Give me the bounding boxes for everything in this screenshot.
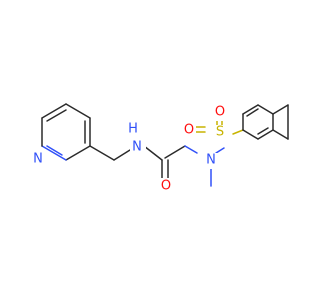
label-background: [31, 151, 45, 167]
bond: [65, 145, 91, 161]
pyridine-nitrogen-label: N: [33, 152, 43, 167]
amide-oxygen-label: O: [161, 179, 171, 194]
label-background: [130, 139, 146, 155]
atom-labels: N N H O N S O O: [31, 105, 227, 194]
bond: [242, 104, 259, 115]
bond: [113, 149, 131, 161]
bond: [164, 145, 186, 159]
label-background: [213, 105, 227, 121]
bond: [184, 145, 198, 154]
bond: [41, 145, 67, 161]
bond: [272, 104, 289, 115]
bond: [65, 103, 91, 119]
bond: [143, 145, 163, 161]
bond: [232, 129, 244, 135]
amide-nitrogen-label: N: [132, 140, 142, 155]
label-background: [182, 122, 196, 138]
molecule-structure-diagram: N N H O N S O O: [31, 103, 289, 194]
label-background: [213, 125, 227, 141]
label-background: [159, 178, 173, 194]
sulfonyl-oxygen-label: O: [184, 123, 194, 138]
bond: [215, 147, 225, 154]
bond: [41, 103, 67, 119]
double-bond-line: [46, 109, 67, 122]
double-bond-line: [257, 127, 269, 135]
bond: [257, 104, 274, 115]
double-bond-line: [246, 108, 259, 117]
sulfonyl-oxygen-label: O: [215, 105, 225, 120]
naphthalene-ring: [242, 104, 289, 140]
label-background: [204, 153, 218, 169]
double-bond-line: [46, 145, 63, 156]
bond: [272, 129, 289, 140]
bond: [257, 129, 274, 140]
pyridine-ring: [41, 103, 91, 161]
amide-hydrogen-label: H: [128, 122, 138, 137]
sulfonamide-nitrogen-label: N: [206, 153, 216, 168]
bond: [242, 129, 259, 140]
bond: [89, 145, 115, 161]
sulfur-label: S: [216, 125, 224, 140]
